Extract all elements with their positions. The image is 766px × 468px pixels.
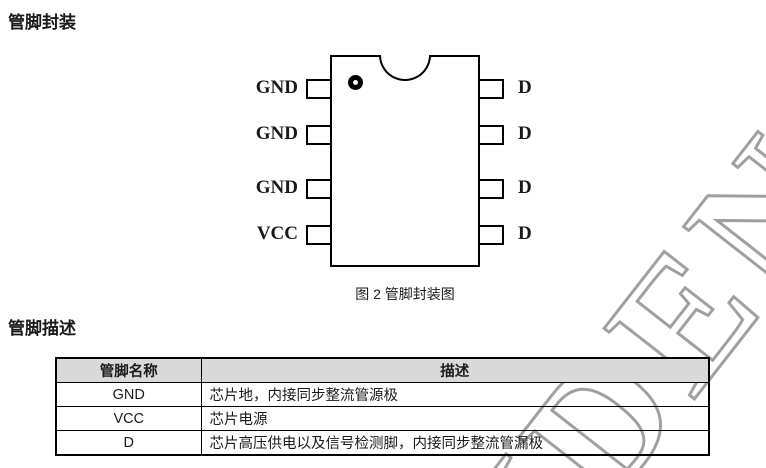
pin-name-cell: GND xyxy=(55,382,202,407)
table-header-pin-name: 管脚名称 xyxy=(55,357,202,383)
pin-left-1 xyxy=(306,79,332,99)
table-row: D 芯片高压供电以及信号检测脚，内接同步整流管漏极 xyxy=(55,430,710,456)
pin-desc-cell: 芯片地，内接同步整流管源极 xyxy=(200,382,710,407)
pin-right-1 xyxy=(478,79,504,99)
pin-desc-cell: 芯片电源 xyxy=(200,406,710,431)
pin-label-right-4: D xyxy=(518,223,532,244)
pin-label-left-4: VCC xyxy=(256,223,298,244)
pin1-indicator-icon xyxy=(348,75,363,90)
pin-label-left-2: GND xyxy=(255,123,298,144)
section-heading-pin-description: 管脚描述 xyxy=(8,319,76,338)
pin-label-right-2: D xyxy=(518,123,532,144)
table-header-row: 管脚名称 描述 xyxy=(55,357,710,383)
table-row: VCC 芯片电源 xyxy=(55,406,710,431)
pin-label-left-1: GND xyxy=(255,77,298,98)
pin-name-cell: D xyxy=(55,430,202,456)
pin-right-2 xyxy=(478,125,504,145)
chip-body xyxy=(330,55,480,267)
pin-description-table: 管脚名称 描述 GND 芯片地，内接同步整流管源极 VCC 芯片电源 D 芯片高… xyxy=(55,357,710,456)
pin-label-right-1: D xyxy=(518,77,532,98)
pin-desc-cell: 芯片高压供电以及信号检测脚，内接同步整流管漏极 xyxy=(200,430,710,456)
pin-left-3 xyxy=(306,179,332,199)
table-row: GND 芯片地，内接同步整流管源极 xyxy=(55,382,710,407)
pin-name-cell: VCC xyxy=(55,406,202,431)
chip-notch-icon xyxy=(379,55,431,81)
pin-right-3 xyxy=(478,179,504,199)
table-header-description: 描述 xyxy=(200,357,710,383)
pin-left-2 xyxy=(306,125,332,145)
pin-right-4 xyxy=(478,225,504,245)
figure-caption: 图 2 管脚封装图 xyxy=(355,286,455,302)
section-heading-pin-package: 管脚封装 xyxy=(8,13,76,32)
pin-label-left-3: GND xyxy=(255,177,298,198)
pin-label-right-3: D xyxy=(518,177,532,198)
pin-left-4 xyxy=(306,225,332,245)
